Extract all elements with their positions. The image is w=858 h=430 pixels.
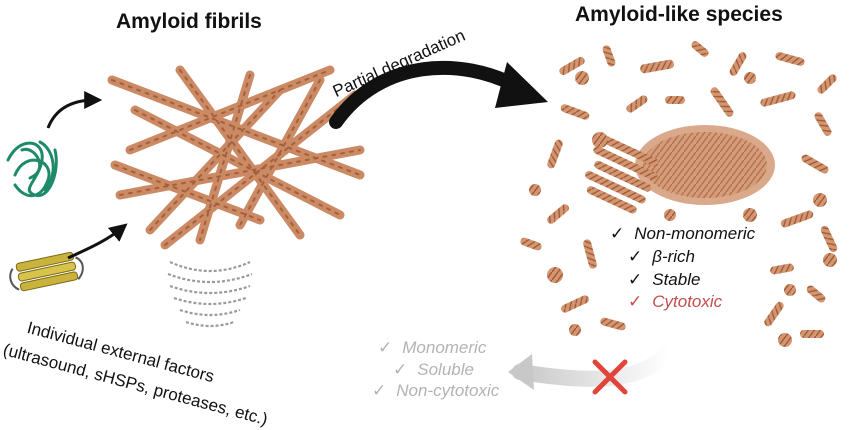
property-label: Soluble	[417, 360, 474, 379]
amyloid-fibril-network	[107, 65, 365, 250]
reversal-arrow	[512, 344, 676, 387]
property-label: Monomeric	[402, 338, 487, 357]
diagram-canvas	[6, 41, 838, 395]
check-icon: ✓	[628, 247, 643, 266]
property-stable: ✓ Stable	[628, 270, 700, 290]
check-icon: ✓	[628, 270, 643, 289]
arrow-protein-to-fibril-top	[46, 91, 103, 129]
property-beta-rich: ✓ β-rich	[628, 247, 695, 267]
excluded-monomeric: ✓ Monomeric	[378, 338, 486, 358]
check-icon: ✓	[378, 338, 393, 357]
property-label: β-rich	[652, 247, 696, 266]
green-protein-ribbon-icon	[6, 140, 58, 198]
check-icon: ✓	[610, 224, 625, 243]
property-label: Cytotoxic	[652, 292, 723, 311]
property-non-monomeric: ✓ Non-monomeric	[610, 224, 755, 244]
check-icon: ✓	[393, 360, 408, 379]
property-label: Non-cytotoxic	[396, 381, 500, 400]
ultrasound-waves-icon	[167, 260, 253, 328]
property-label: Stable	[652, 270, 701, 289]
red-cross-icon	[592, 359, 628, 395]
partial-degradation-arrow	[329, 60, 548, 129]
title-amyloid-like-species: Amyloid-like species	[575, 3, 783, 26]
yellow-beta-sheet-icon	[9, 251, 84, 292]
amyloid-like-fragments	[520, 41, 838, 347]
property-cytotoxic: ✓ Cytotoxic	[628, 292, 722, 312]
reversal-arrow-head	[508, 354, 534, 390]
excluded-soluble: ✓ Soluble	[393, 360, 474, 380]
excluded-non-cytotoxic: ✓ Non-cytotoxic	[372, 381, 499, 401]
check-icon: ✓	[628, 292, 643, 311]
arrow-protein-to-fibril-bottom	[67, 223, 128, 260]
check-icon: ✓	[372, 381, 387, 400]
property-label: Non-monomeric	[634, 224, 756, 243]
title-amyloid-fibrils: Amyloid fibrils	[116, 10, 262, 33]
